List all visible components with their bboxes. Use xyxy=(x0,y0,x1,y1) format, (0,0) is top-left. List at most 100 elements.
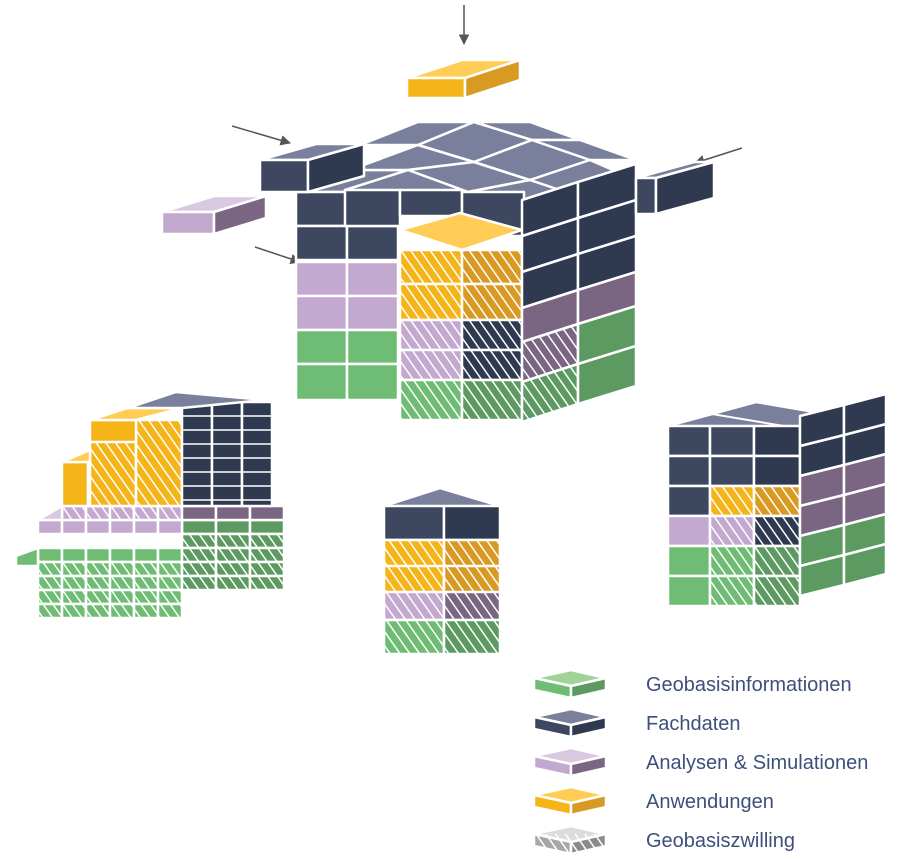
cell-face xyxy=(842,392,888,437)
cube-center-cell xyxy=(398,378,464,422)
hatch-overlay xyxy=(400,380,462,420)
cell-face xyxy=(248,518,286,536)
hatch-overlay xyxy=(384,620,444,654)
column-cell xyxy=(442,564,502,596)
hatch-overlay xyxy=(86,604,110,618)
cube-center-side-cell xyxy=(460,348,524,382)
cube-left-cell xyxy=(345,328,400,366)
stair-cell xyxy=(60,574,88,592)
hatch-overlay xyxy=(444,620,500,654)
hatch-overlay xyxy=(38,590,62,604)
rcube-cell xyxy=(708,424,756,458)
hatch-overlay xyxy=(110,506,134,520)
cell-face xyxy=(248,504,286,522)
stair-cell xyxy=(36,574,64,592)
stair-cell xyxy=(156,504,184,522)
cell-face xyxy=(666,454,712,488)
stair-cell xyxy=(180,574,218,592)
hatch-overlay xyxy=(710,576,754,606)
hatch-overlay xyxy=(38,604,62,618)
stair-cell xyxy=(108,560,136,578)
cell-face xyxy=(343,188,402,228)
hatch-overlay xyxy=(86,576,110,590)
navy-layer-icon xyxy=(532,707,608,739)
legend-label: Analysen & Simulationen xyxy=(646,752,868,774)
block-front xyxy=(405,76,467,100)
hatch-overlay xyxy=(710,516,754,546)
cube-left-cell xyxy=(345,260,400,298)
cell-face xyxy=(294,190,349,228)
stair-cell xyxy=(84,546,112,564)
cell-face xyxy=(666,544,712,578)
cell-face xyxy=(345,362,400,402)
legend-item: Analysen & Simulationen xyxy=(532,746,868,778)
stair-cell xyxy=(108,588,136,606)
stair-cell xyxy=(36,588,64,606)
hatch-overlay xyxy=(134,590,158,604)
stair-cell xyxy=(248,560,286,578)
hatch-overlay xyxy=(62,562,86,576)
column-cell xyxy=(442,590,502,622)
hatch-overlay xyxy=(250,548,284,562)
block-side xyxy=(463,58,522,100)
hatch-overlay xyxy=(38,562,62,576)
stair-cell xyxy=(214,518,252,536)
hatch-overlay xyxy=(182,534,216,548)
right-cube xyxy=(666,392,888,608)
hatch-overlay xyxy=(182,548,216,562)
staircase-stack xyxy=(14,390,286,620)
cell-face xyxy=(345,294,400,332)
rcube-cell xyxy=(666,454,712,488)
hatch-overlay xyxy=(182,562,216,576)
cell-face xyxy=(345,224,400,262)
cell-face xyxy=(842,542,888,587)
cube-center-cell xyxy=(398,318,464,352)
cell-face xyxy=(180,518,218,536)
stair-cell xyxy=(88,418,138,444)
stair-cell xyxy=(84,602,112,620)
hatch-overlay xyxy=(62,604,86,618)
stair-cell xyxy=(36,602,64,620)
stair-cell xyxy=(84,588,112,606)
stair-cell xyxy=(180,518,218,536)
stair-cell xyxy=(214,546,252,564)
single-column-stack xyxy=(382,486,502,656)
cell-face xyxy=(708,454,756,488)
block-front xyxy=(258,158,310,194)
stair-cell xyxy=(248,546,286,564)
hatch-overlay xyxy=(534,834,606,854)
stair-cell xyxy=(60,460,90,508)
block-front xyxy=(634,176,658,216)
cell-face xyxy=(752,454,802,488)
stair-cell xyxy=(108,602,136,620)
block-front xyxy=(160,210,216,236)
hatch-overlay xyxy=(250,534,284,548)
cell-face xyxy=(666,484,712,518)
hatch-overlay xyxy=(462,350,522,380)
hatch-overlay xyxy=(462,320,522,350)
floating-navy-block-right xyxy=(634,160,716,216)
hatch-overlay xyxy=(384,592,444,620)
hatch-overlay xyxy=(462,380,522,420)
stair-cell xyxy=(248,518,286,536)
purple-layer-icon xyxy=(532,746,608,778)
rcube-cell xyxy=(752,544,802,578)
cell-face xyxy=(132,518,160,536)
stair-cell xyxy=(108,574,136,592)
rcube-cell xyxy=(666,544,712,578)
cube-front-cell xyxy=(343,188,402,228)
cube-center-side-cell xyxy=(460,282,524,322)
cell-face xyxy=(60,546,88,564)
hatch-overlay xyxy=(134,604,158,618)
column-cell xyxy=(442,618,502,656)
legend-label: Anwendungen xyxy=(646,791,774,813)
hatch-overlay xyxy=(134,562,158,576)
stair-cell xyxy=(84,504,112,522)
stair-cell xyxy=(108,546,136,564)
stair-cell xyxy=(108,504,136,522)
stair-cell xyxy=(156,518,184,536)
stair-cell xyxy=(132,602,160,620)
stair-cell xyxy=(132,546,160,564)
arrows xyxy=(231,5,743,264)
